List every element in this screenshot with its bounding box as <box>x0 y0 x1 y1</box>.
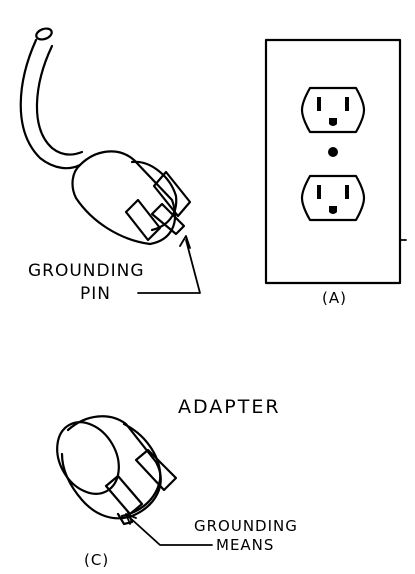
plug-ground-pin <box>150 202 186 236</box>
adapter-prong-upper <box>134 448 178 492</box>
grounding-pin-label-line2: PIN <box>80 284 111 304</box>
plug-prong-upper <box>152 170 192 218</box>
grounding-means-label-line1: GROUNDING <box>194 517 298 535</box>
outlet-lower-slot-right <box>345 185 349 199</box>
grounding-pin-label-line1: GROUNDING <box>28 261 145 281</box>
adapter-prong-lower <box>104 474 144 516</box>
plug-prong-lower <box>124 198 162 242</box>
adapter-front-face <box>120 422 162 518</box>
outlet-upper-slot-right <box>345 97 349 111</box>
outlet-lower-ground-hole <box>329 206 337 214</box>
cord-end <box>35 27 53 41</box>
grounding-means-label-line2: MEANS <box>216 536 274 554</box>
center-screw <box>328 147 338 157</box>
grounding-pin-leader <box>137 235 201 294</box>
outlet-upper-ground-hole <box>329 118 337 126</box>
outlet-lower <box>300 174 366 222</box>
adapter-illustration <box>56 415 178 526</box>
outlet-upper-slot-left <box>317 97 321 111</box>
adapter-body <box>60 415 162 520</box>
plug-body <box>71 150 177 246</box>
figure-a-label: (A) <box>322 289 347 307</box>
receptacle-cover-plate <box>264 38 402 285</box>
adapter-back-face <box>56 421 120 495</box>
outlet-lower-slot-left <box>317 185 321 199</box>
adapter-title: ADAPTER <box>178 396 281 418</box>
figure-c-label: (C) <box>84 551 109 569</box>
duplex-receptacle-illustration <box>264 38 407 285</box>
three-prong-plug-illustration <box>19 27 192 246</box>
grounding-means-leader <box>125 513 213 546</box>
outlet-upper <box>300 86 366 134</box>
cord-outline <box>19 38 84 170</box>
